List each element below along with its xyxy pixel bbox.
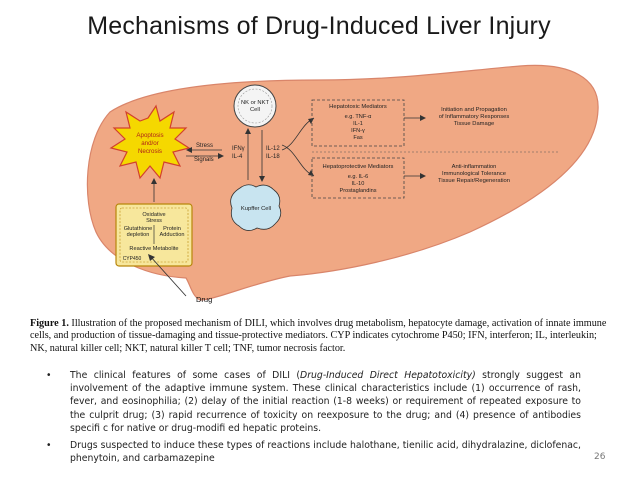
drug-arrowhead — [148, 254, 155, 261]
slide-title: Mechanisms of Drug-Induced Liver Injury — [87, 12, 551, 40]
bullet-item-2: • Drugs suspected to induce these types … — [46, 439, 581, 465]
nk-cell-inner — [237, 88, 273, 124]
initiation-line-3: Tissue Damage — [454, 121, 494, 127]
initiation-line-1: Initiation and Propagation — [441, 107, 507, 113]
bullet-list: • The clinical features of some cases of… — [46, 369, 581, 469]
hepatoprotective-item-1: e.g. IL-6 — [348, 174, 369, 180]
il4-label: IL-4 — [232, 154, 243, 160]
caption-line-2: immune cells, and production of tissue-d… — [30, 318, 607, 342]
glutathione-line-2: depletion — [127, 232, 150, 238]
arrowhead-anti-inflammation — [420, 173, 426, 179]
hepatotoxic-item-2: IL-1 — [353, 121, 363, 127]
il12-arrowhead — [259, 176, 265, 182]
arrowhead-initiation — [420, 115, 426, 121]
bullet-marker-2: • — [46, 440, 52, 452]
drug-arrow — [149, 255, 187, 297]
anti-inflammation-line-2: Immunological Tolerance — [442, 171, 506, 177]
reactive-metabolite-label: Reactive Metabolite — [129, 246, 178, 252]
arrowhead-hepatoprotective — [308, 170, 314, 176]
bullet-2-text: Drugs suspected to induce these types of… — [70, 440, 581, 465]
cyp450-label: CYP450 — [123, 256, 142, 262]
hepatotoxic-box — [311, 99, 405, 147]
ifn-label: IFNγ — [232, 146, 245, 152]
apoptosis-label-3: Necrosis — [138, 148, 162, 155]
bullet-1-text-italic: Drug-Induced Direct Hepatotoxicity) — [300, 370, 476, 381]
bullet-1-text-after: strongly suggest an involvement of the a… — [70, 370, 581, 434]
glutathione-line-1: Glutathione — [124, 226, 153, 232]
bullet-1-text-before: The clinical features of some cases of D… — [70, 370, 301, 381]
hepatoprotective-box — [311, 157, 405, 199]
bullet-marker-1: • — [46, 370, 52, 381]
initiation-line-2: of Inflammatory Responses — [439, 114, 510, 120]
metab-to-apoptosis-arrowhead — [151, 178, 157, 184]
hepatotoxic-item-4: Fas — [353, 135, 363, 141]
anti-inflammation-line-1: Anti-inflammation — [452, 164, 497, 170]
bullet-item-1: • The clinical features of some cases of… — [46, 369, 581, 435]
apoptosis-starburst — [109, 104, 191, 180]
stress-arrowhead — [186, 147, 192, 153]
hepatoprotective-item-3: Prostaglandins — [339, 188, 376, 194]
hepatoprotective-title: Hepatoprotective Mediators — [323, 164, 394, 170]
hepatotoxic-item-3: IFN-γ — [351, 128, 365, 134]
hepatotoxic-item-1: e.g. TNF-α — [345, 114, 373, 120]
stress-label: Stress — [196, 143, 213, 149]
protein-adduction-line-2: Adduction — [160, 232, 185, 238]
drug-metabolism-inner-box — [119, 207, 189, 263]
hepatoprotective-item-2: IL-10 — [352, 181, 365, 187]
signals-label: Signals — [194, 157, 214, 163]
kupffer-label: Kupffer Cell — [241, 206, 271, 212]
hepatotoxic-title: Hepatotoxic Mediators — [329, 104, 387, 110]
apoptosis-label-2: and/or — [141, 140, 159, 147]
liver-illustration — [86, 64, 599, 301]
figure-label: Figure 1. — [30, 318, 69, 329]
nk-cell-circle — [233, 84, 277, 128]
dili-mechanism-diagram: Apoptosis and/or Necrosis Stress Signals… — [86, 64, 599, 304]
kupffer-cell-shape — [230, 184, 282, 231]
protein-adduction-line-1: Protein — [163, 226, 181, 232]
signals-arrowhead — [218, 153, 224, 159]
ifn-arrowhead — [245, 128, 251, 134]
drug-label: Drug — [196, 295, 212, 304]
apoptosis-label-1: Apoptosis — [136, 132, 163, 139]
nk-cell-label-2: Cell — [250, 107, 260, 113]
il18-label: IL-18 — [266, 154, 280, 160]
nk-cell-label-1: NK or NKT — [241, 100, 269, 106]
caption-line-1: Illustration of the proposed mechanism o… — [71, 318, 571, 329]
caption-line-3: IL, interleukin; NK, natural killer cell… — [30, 330, 597, 354]
anti-inflammation-line-3: Tissue Repair/Regeneration — [438, 178, 510, 184]
figure-caption: Figure 1. Illustration of the proposed m… — [30, 318, 615, 355]
arrowhead-hepatotoxic — [308, 118, 314, 124]
oxidative-stress-line-2: Stress — [146, 218, 162, 224]
page-number: 26 — [594, 452, 606, 462]
oxidative-stress-line-1: Oxidative — [142, 212, 165, 218]
il12-label: IL-12 — [266, 146, 280, 152]
